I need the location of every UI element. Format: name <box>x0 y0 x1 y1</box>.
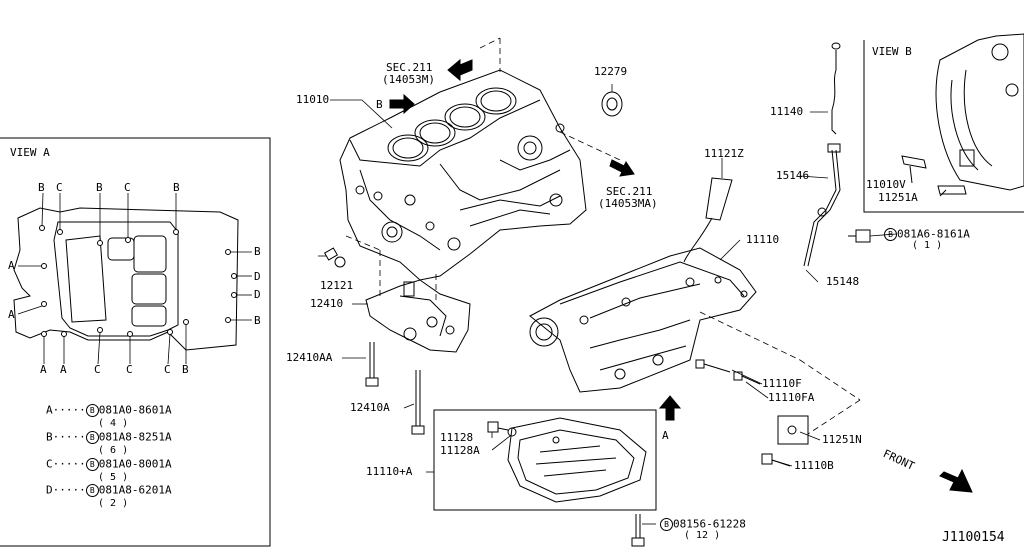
view-a-letter: C <box>124 181 131 194</box>
view-a-letter: D <box>254 270 261 283</box>
view-b-title: VIEW B <box>872 45 912 58</box>
bolt-11110f <box>695 359 731 373</box>
label-a-arrow: A <box>662 429 669 442</box>
label-11251n: 11251N <box>822 433 862 446</box>
arrow-a-icon <box>658 395 682 421</box>
view-a-oil-pan-outline <box>13 207 239 351</box>
label-sec-top: SEC.211 <box>386 61 433 74</box>
bolt-12410a <box>411 370 425 435</box>
label-11010v: 11010V <box>866 178 906 191</box>
arrow-b-icon <box>389 93 415 115</box>
label-sec-mid-sub: (14053MA) <box>598 197 658 210</box>
lower-oil-pan <box>507 417 647 503</box>
dipstick-11140 <box>831 42 841 135</box>
view-a-title: VIEW A <box>10 146 50 159</box>
view-a-letter: B <box>173 181 180 194</box>
label-12279: 12279 <box>594 65 628 78</box>
label-081a6-qty: ( 1 ) <box>912 240 943 251</box>
bolt-08156 <box>631 514 645 547</box>
oil-strainer-11121z <box>683 177 733 263</box>
view-a-letter: B <box>96 181 103 194</box>
view-a-letter: A <box>8 308 15 321</box>
label-15146: 15146 <box>776 169 810 182</box>
view-a-letter: B <box>254 314 261 327</box>
oil-seal-12279 <box>601 91 623 117</box>
label-sec-top-sub: (14053M) <box>382 73 435 86</box>
label-11121z: 11121Z <box>704 147 744 160</box>
label-12121: 12121 <box>320 279 354 292</box>
label-12410a: 12410A <box>350 401 390 414</box>
view-a-inner-flange <box>53 221 179 337</box>
bolt-081a6 <box>848 229 871 243</box>
view-a-letter: C <box>56 181 63 194</box>
front-arrow-icon <box>939 468 973 493</box>
view-b-frame <box>863 40 1024 213</box>
label-11128: 11128 <box>440 431 474 444</box>
label-11110fa: 11110FA <box>768 391 815 404</box>
oil-pump-assembly <box>365 279 471 353</box>
upper-oil-pan-11110 <box>529 247 757 393</box>
view-a-bolt-holes <box>39 225 237 337</box>
view-a-letter: A <box>40 363 47 376</box>
knock-sensor-12121 <box>323 247 346 268</box>
view-a-letter: C <box>94 363 101 376</box>
label-11140: 11140 <box>770 105 804 118</box>
label-12410aa: 12410AA <box>286 351 333 364</box>
view-a-letter: D <box>254 288 261 301</box>
view-a-frame <box>0 137 271 547</box>
label-11128a: 11128A <box>440 444 480 457</box>
view-b-block-detail <box>935 33 1024 191</box>
bolt-11110fa <box>733 371 761 385</box>
dipstick-guide-15146 <box>803 143 841 267</box>
lower-oil-pan-frame <box>433 409 657 511</box>
label-11110-plus-a: 11110+A <box>366 465 413 478</box>
view-a-letter: A <box>8 259 15 272</box>
label-11010: 11010 <box>296 93 330 106</box>
label-b-arrow: B <box>376 98 383 111</box>
arrow-sec-top-icon <box>447 58 473 82</box>
view-a-letter: B <box>254 245 261 258</box>
label-11110b: 11110B <box>794 459 834 472</box>
cylinder-block <box>339 69 587 281</box>
bolt-12410aa <box>365 342 379 387</box>
view-a-letter: B <box>182 363 189 376</box>
label-12410: 12410 <box>310 297 344 310</box>
label-15148: 15148 <box>826 275 860 288</box>
label-11110f: 11110F <box>762 377 802 390</box>
view-a-letter: A <box>60 363 67 376</box>
view-a-letter: C <box>126 363 133 376</box>
drain-plug-11128 <box>487 421 517 437</box>
diagram-reference: J1100154 <box>942 530 1005 545</box>
view-a-letter: B <box>38 181 45 194</box>
bracket-11251n <box>777 415 809 445</box>
label-11251a: 11251A <box>878 191 918 204</box>
label-sec-mid: SEC.211 <box>606 185 653 198</box>
view-a-letter: C <box>164 363 171 376</box>
arrow-sec-mid-icon <box>609 159 635 177</box>
label-08156-qty: ( 12 ) <box>684 530 721 541</box>
label-11110: 11110 <box>746 233 780 246</box>
